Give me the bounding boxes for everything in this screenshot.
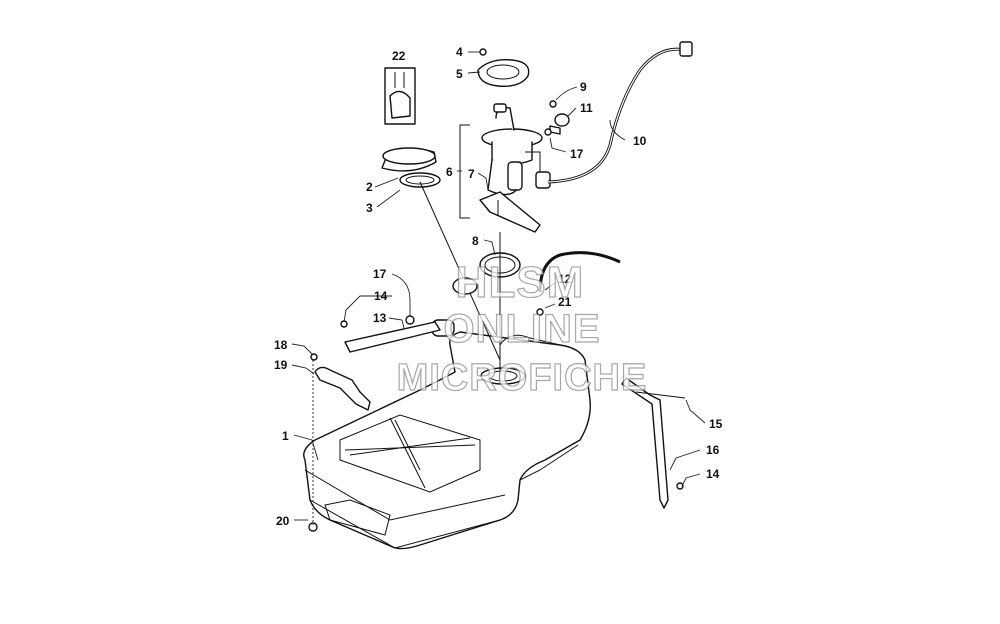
- callout-8: 8: [472, 234, 479, 248]
- filler-hose: [452, 277, 478, 295]
- callout-4: 4: [456, 45, 463, 59]
- callout-17b: 17: [570, 147, 584, 161]
- callout-3: 3: [366, 201, 373, 215]
- callouts: 1 2 3 4 5 6 7 8 9 10 11 12 13 14 14 15 1: [274, 45, 723, 528]
- fuel-cap: [381, 147, 501, 361]
- fuel-hose: [547, 41, 693, 184]
- callout-16: 16: [706, 443, 720, 457]
- callout-21: 21: [558, 295, 572, 309]
- vent-hose: [538, 251, 621, 293]
- callout-15: 15: [709, 417, 723, 431]
- hold-down-rod: [621, 377, 686, 509]
- watermark-line-2: ONLINE: [443, 307, 600, 351]
- callout-14b: 14: [706, 467, 720, 481]
- callout-13: 13: [373, 311, 387, 325]
- callout-18: 18: [274, 338, 288, 352]
- callout-22: 22: [392, 49, 406, 63]
- callout-14a: 14: [374, 289, 388, 303]
- watermark-line-1: HLSM: [456, 258, 585, 307]
- callout-9: 9: [580, 80, 587, 94]
- watermark-line-3: MICROFICHE: [397, 357, 648, 399]
- callout-12: 12: [558, 272, 572, 286]
- callout-10: 10: [633, 134, 647, 148]
- callout-20: 20: [276, 514, 290, 528]
- callout-17a: 17: [373, 267, 387, 281]
- bracket: [314, 366, 371, 411]
- watermark: HLSM ONLINE MICROFICHE: [396, 257, 648, 399]
- hose-clamp: [549, 113, 570, 135]
- fuel-pump-assembly: [459, 103, 551, 233]
- callout-5: 5: [456, 67, 463, 81]
- mount-plate: [477, 59, 530, 87]
- fasteners: [308, 48, 684, 532]
- callout-11: 11: [580, 101, 593, 115]
- callout-7: 7: [468, 167, 475, 181]
- callout-1: 1: [282, 429, 289, 443]
- fuel-tank: [303, 319, 591, 550]
- sender-unit: [384, 67, 416, 125]
- callout-6: 6: [446, 165, 453, 179]
- callout-2: 2: [366, 180, 373, 194]
- callout-19: 19: [274, 358, 288, 372]
- tank-strap: [344, 321, 441, 353]
- seal-ring: [479, 232, 521, 380]
